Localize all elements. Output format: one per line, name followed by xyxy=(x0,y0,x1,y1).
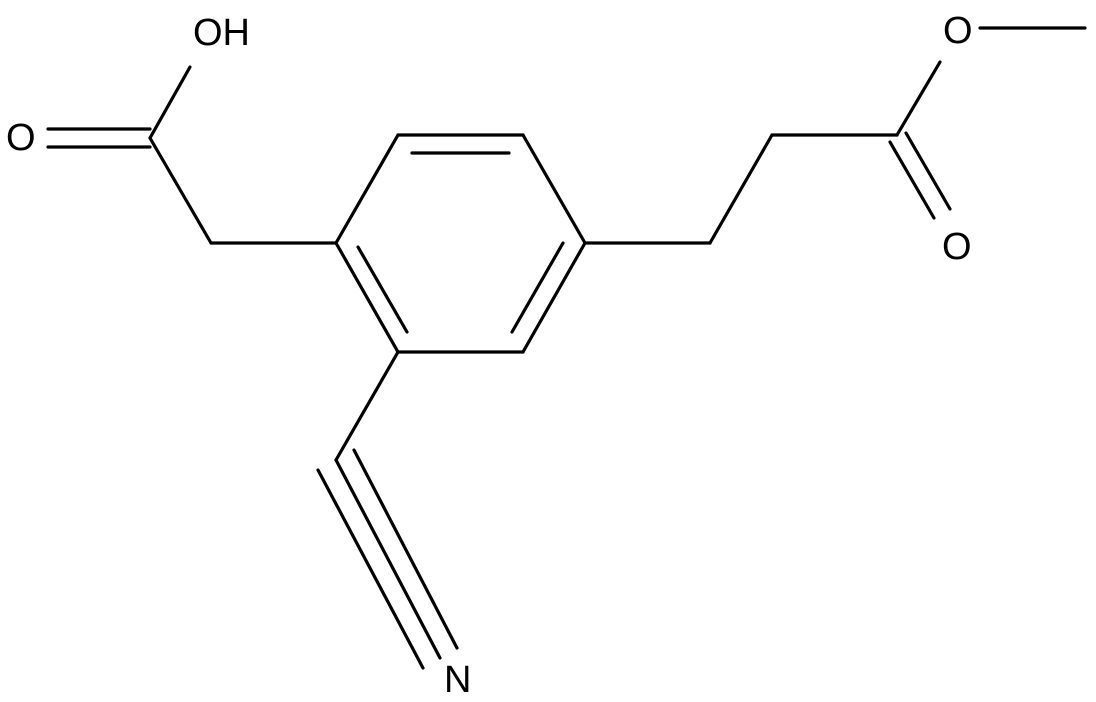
nitrile-triple-bond-3 xyxy=(316,468,425,670)
ring-bond-lower-right-inner xyxy=(510,241,565,334)
benzene-ring xyxy=(334,133,587,354)
ring-bond-lower-right xyxy=(521,241,587,354)
bond-ch2a-to-ch2b xyxy=(708,133,774,245)
bond-ring-to-ch2-cn xyxy=(334,350,400,462)
atom-label-carbonyl-o-left: O xyxy=(6,117,36,159)
ring-bond-upper-right xyxy=(521,133,587,245)
atom-label-oh: OH xyxy=(193,12,250,54)
nitrile-triple-bond-1 xyxy=(334,458,442,660)
nitrile-triple-bond-2 xyxy=(352,448,459,650)
ring-bond-upper-left xyxy=(334,133,400,245)
bond-ch2-to-carboxyl xyxy=(148,136,213,245)
atom-label-nitrile-n: N xyxy=(444,659,471,701)
atom-label-carbonyl-o-right: O xyxy=(942,226,972,268)
atom-label-ester-o: O xyxy=(943,10,973,52)
cyanomethyl-group xyxy=(316,350,459,670)
bond-ester-c-to-o xyxy=(895,60,942,137)
methoxycarbonylethyl-group xyxy=(583,26,1087,245)
ester-carbonyl-double-2 xyxy=(904,131,952,211)
ring-bond-lower-left-inner xyxy=(356,245,409,334)
ester-carbonyl-double-1 xyxy=(888,140,936,220)
carboxymethyl-group xyxy=(46,65,338,245)
bond-carboxyl-to-oh xyxy=(148,65,192,140)
ring-bond-lower-left xyxy=(334,241,400,354)
